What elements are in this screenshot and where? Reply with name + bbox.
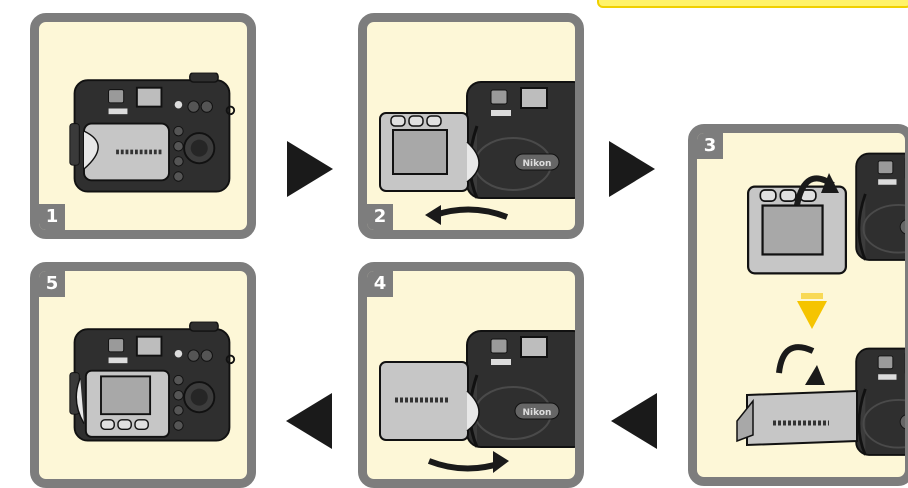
arrow-left-icon — [286, 393, 332, 449]
step-number: 3 — [697, 133, 723, 159]
arrow-right-icon — [609, 141, 655, 197]
step-number: 4 — [367, 271, 393, 297]
camera-back-monitor-closed-icon — [67, 72, 237, 196]
step-4-panel: 4 — [358, 262, 584, 488]
camera-monitor-swing-in-icon — [367, 311, 577, 481]
step-number: 1 — [39, 204, 65, 230]
note-bar — [597, 0, 908, 8]
camera-back-monitor-open-icon — [67, 321, 237, 445]
arrow-left-icon — [611, 393, 657, 449]
camera-monitor-rotate-icon — [717, 133, 908, 483]
step-2-panel: 2 — [358, 13, 584, 239]
step-5-panel: 5 — [30, 262, 256, 488]
arrow-right-icon — [287, 141, 333, 197]
step-number: 5 — [39, 271, 65, 297]
step-1-panel: 1 — [30, 13, 256, 239]
camera-monitor-swing-out-icon — [367, 62, 577, 232]
step-3-panel: 3 — [688, 124, 908, 486]
step-number: 2 — [367, 204, 393, 230]
